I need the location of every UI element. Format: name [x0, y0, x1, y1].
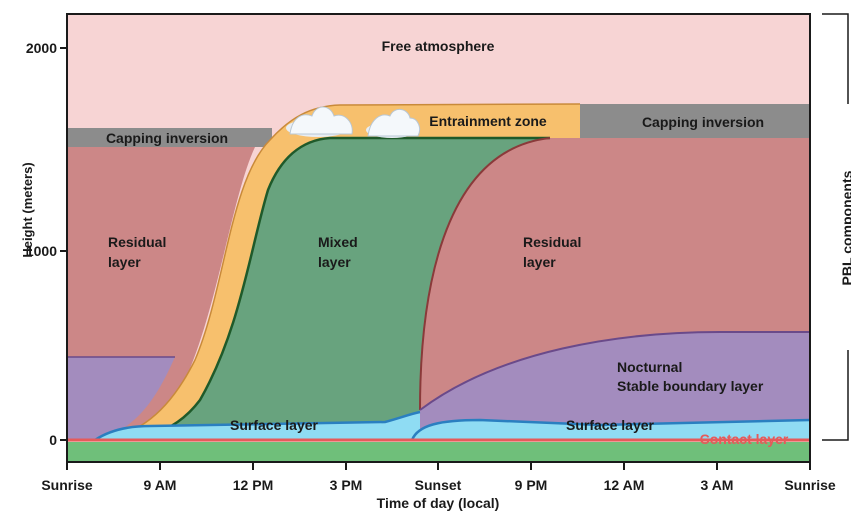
x-tick-12pm: 12 PM [233, 477, 273, 493]
nocturnal-stable-layer-top [419, 331, 810, 411]
surface-layer-left-label: Surface layer [230, 417, 318, 433]
x-tick-9pm: 9 PM [515, 477, 548, 493]
residual-right-label-2: layer [523, 254, 556, 270]
entrainment-top-boundary [84, 103, 581, 441]
residual-left-label-1: Residual [108, 234, 166, 250]
pbl-components-label: PBL components [839, 170, 851, 285]
capping-inversion-right-region [580, 104, 810, 138]
mixed-layer-label-1: Mixed [318, 234, 358, 250]
nocturnal-label-1: Nocturnal [617, 359, 682, 375]
free-atmosphere-label: Free atmosphere [382, 38, 495, 54]
y-tick-0: 0 [49, 432, 57, 448]
residual-left-label-2: layer [108, 254, 141, 270]
cloud-icon-left [286, 106, 353, 137]
stable-layer-left [67, 357, 175, 440]
pbl-bracket-top [822, 13, 849, 104]
x-tick-sunrise-end: Sunrise [784, 477, 836, 493]
nocturnal-stable-layer-region [420, 332, 810, 440]
x-tick-12am: 12 AM [604, 477, 645, 493]
y-tick-1000: 1000 [26, 243, 57, 259]
residual-right-label-1: Residual [523, 234, 581, 250]
x-tick-3pm: 3 PM [330, 477, 363, 493]
nocturnal-label-2: Stable boundary layer [617, 378, 764, 394]
mixed-layer-region [100, 138, 550, 440]
cloud-icon-right [366, 109, 421, 138]
x-tick-3am: 3 AM [701, 477, 734, 493]
capping-inversion-left-region [67, 128, 272, 147]
x-axis-label: Time of day (local) [377, 495, 500, 511]
capping-inversion-right-label: Capping inversion [642, 114, 764, 130]
surface-layer-right-top [410, 418, 811, 441]
entrainment-zone-label: Entrainment zone [429, 113, 547, 129]
ground-strip [67, 442, 810, 462]
entrainment-zone-region [85, 104, 580, 440]
x-tick-sunrise-start: Sunrise [41, 477, 93, 493]
surface-layer-right-label: Surface layer [566, 417, 654, 433]
residual-boundary-right [419, 137, 551, 411]
mixed-layer-label-2: layer [318, 254, 351, 270]
surface-layer-left-top [94, 410, 421, 442]
surface-layer-right-region [412, 420, 810, 440]
pbl-bracket-bottom [822, 350, 849, 441]
surface-layer-left-region [95, 412, 420, 440]
contact-layer-label: Contact layer [700, 431, 789, 447]
x-tick-9am: 9 AM [144, 477, 177, 493]
y-axis-label: Height (meters) [20, 162, 35, 257]
x-tick-sunset: Sunset [415, 477, 462, 493]
x-ticks [66, 462, 811, 470]
y-tick-2000: 2000 [26, 40, 57, 56]
capping-inversion-left-label: Capping inversion [106, 130, 228, 146]
